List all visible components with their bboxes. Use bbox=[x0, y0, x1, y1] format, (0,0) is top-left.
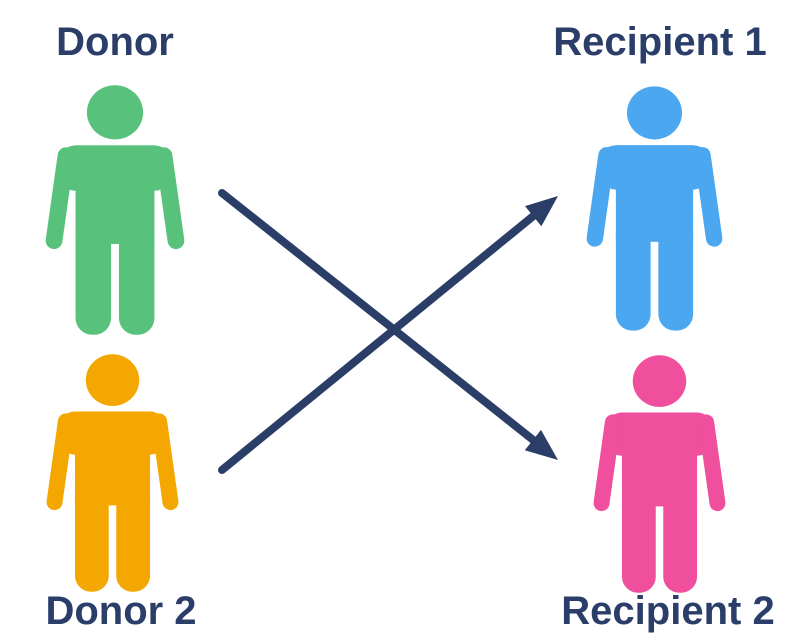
recipient-1-label: Recipient 1 bbox=[553, 20, 767, 64]
donor-label: Donor bbox=[56, 20, 174, 64]
recipient-1-person-icon bbox=[584, 86, 725, 331]
donor-2-label: Donor 2 bbox=[45, 589, 197, 633]
recipient-2-person-icon bbox=[591, 355, 728, 593]
donor-person-icon bbox=[43, 85, 187, 335]
arrow-donor-to-recipient2 bbox=[218, 189, 558, 460]
arrow-donor2-to-recipient1 bbox=[218, 196, 558, 474]
recipient-2-label: Recipient 2 bbox=[561, 589, 775, 633]
donor-2-person-icon bbox=[44, 354, 181, 592]
